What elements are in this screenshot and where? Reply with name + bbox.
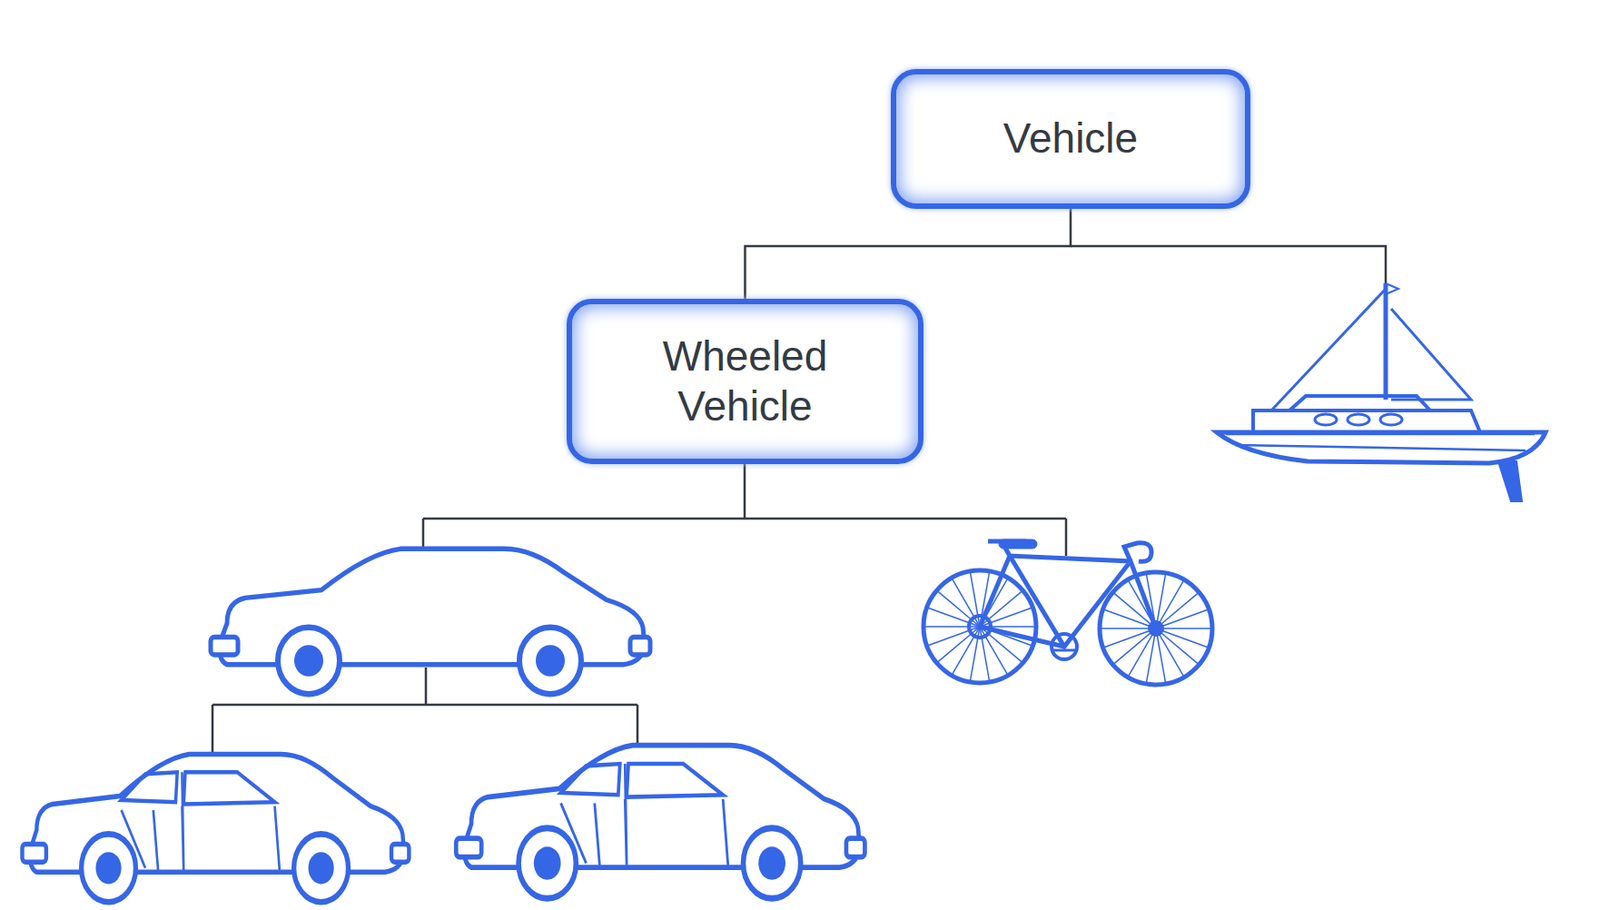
node-label: Wheeled Vehicle <box>627 331 864 432</box>
category-box: Wheeled Vehicle <box>566 298 924 465</box>
node-label: Vehicle <box>1003 113 1138 164</box>
tree-connector <box>745 208 1072 299</box>
car-picture <box>210 548 651 694</box>
root-box: Vehicle <box>890 69 1251 209</box>
sailboat-picture <box>1216 283 1546 502</box>
sedan-picture <box>455 745 865 899</box>
bicycle-picture <box>923 539 1213 685</box>
hatchback-picture <box>21 753 409 902</box>
tree-lines <box>212 246 1386 754</box>
